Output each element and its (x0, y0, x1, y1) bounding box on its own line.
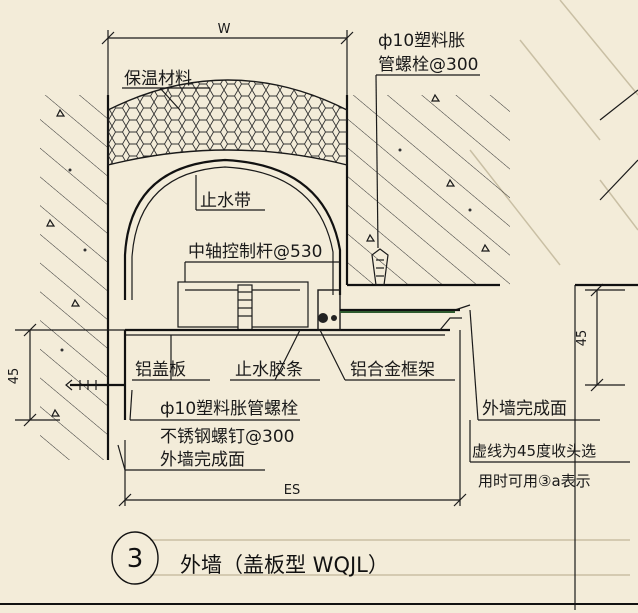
alloy-frame (317, 289, 460, 331)
label-waterstop: 止水带 (200, 191, 251, 211)
left-wall (40, 95, 110, 460)
label-aluminum-cover: 铝盖板 (135, 360, 186, 380)
label-anchor-bottom-2: 不锈钢螺钉@300 (160, 427, 294, 447)
waterstop-band (123, 158, 342, 300)
dimension-left (15, 323, 125, 427)
label-anchor-top-1: ф10塑料胀 (378, 31, 465, 51)
label-note-2: 用时可用③a表示 (478, 472, 591, 490)
dimension-top (101, 30, 354, 95)
detail-title-text: 外墙（盖板型 WQJL） (180, 553, 389, 577)
anchor-bolt-left (65, 379, 125, 391)
right-wall (345, 93, 510, 311)
label-control-rod: 中轴控制杆@530 (188, 242, 322, 262)
label-anchor-top-2: 管螺栓@300 (378, 55, 478, 75)
dimension-bottom (118, 330, 467, 507)
label-rubber-strip: 止水胶条 (235, 360, 303, 380)
label-note-1: 虚线为45度收头选 (472, 442, 596, 460)
aluminum-cover-plate (123, 317, 462, 420)
dimension-right (574, 89, 638, 610)
label-finish-right: 外墙完成面 (482, 399, 567, 419)
control-rod (177, 281, 309, 331)
label-anchor-bottom-1: ф10塑料胀管螺栓 (160, 399, 298, 419)
anchor-bolt-right (371, 248, 389, 286)
detail-title: 3 外墙（盖板型 WQJL） (111, 531, 389, 585)
dim-label-left: 45 (7, 368, 22, 385)
label-insulation: 保温材料 (124, 69, 192, 89)
dim-label-bottom: ES (284, 483, 300, 498)
label-alloy-frame: 铝合金框架 (350, 360, 435, 380)
detail-number-circle (111, 531, 159, 585)
leader-lines (117, 74, 630, 471)
dim-label-top: W (218, 22, 231, 37)
label-finish-left: 外墙完成面 (160, 450, 245, 470)
detail-number: 3 (127, 544, 144, 574)
dim-label-right: 45 (575, 330, 590, 347)
insulation (107, 79, 348, 166)
